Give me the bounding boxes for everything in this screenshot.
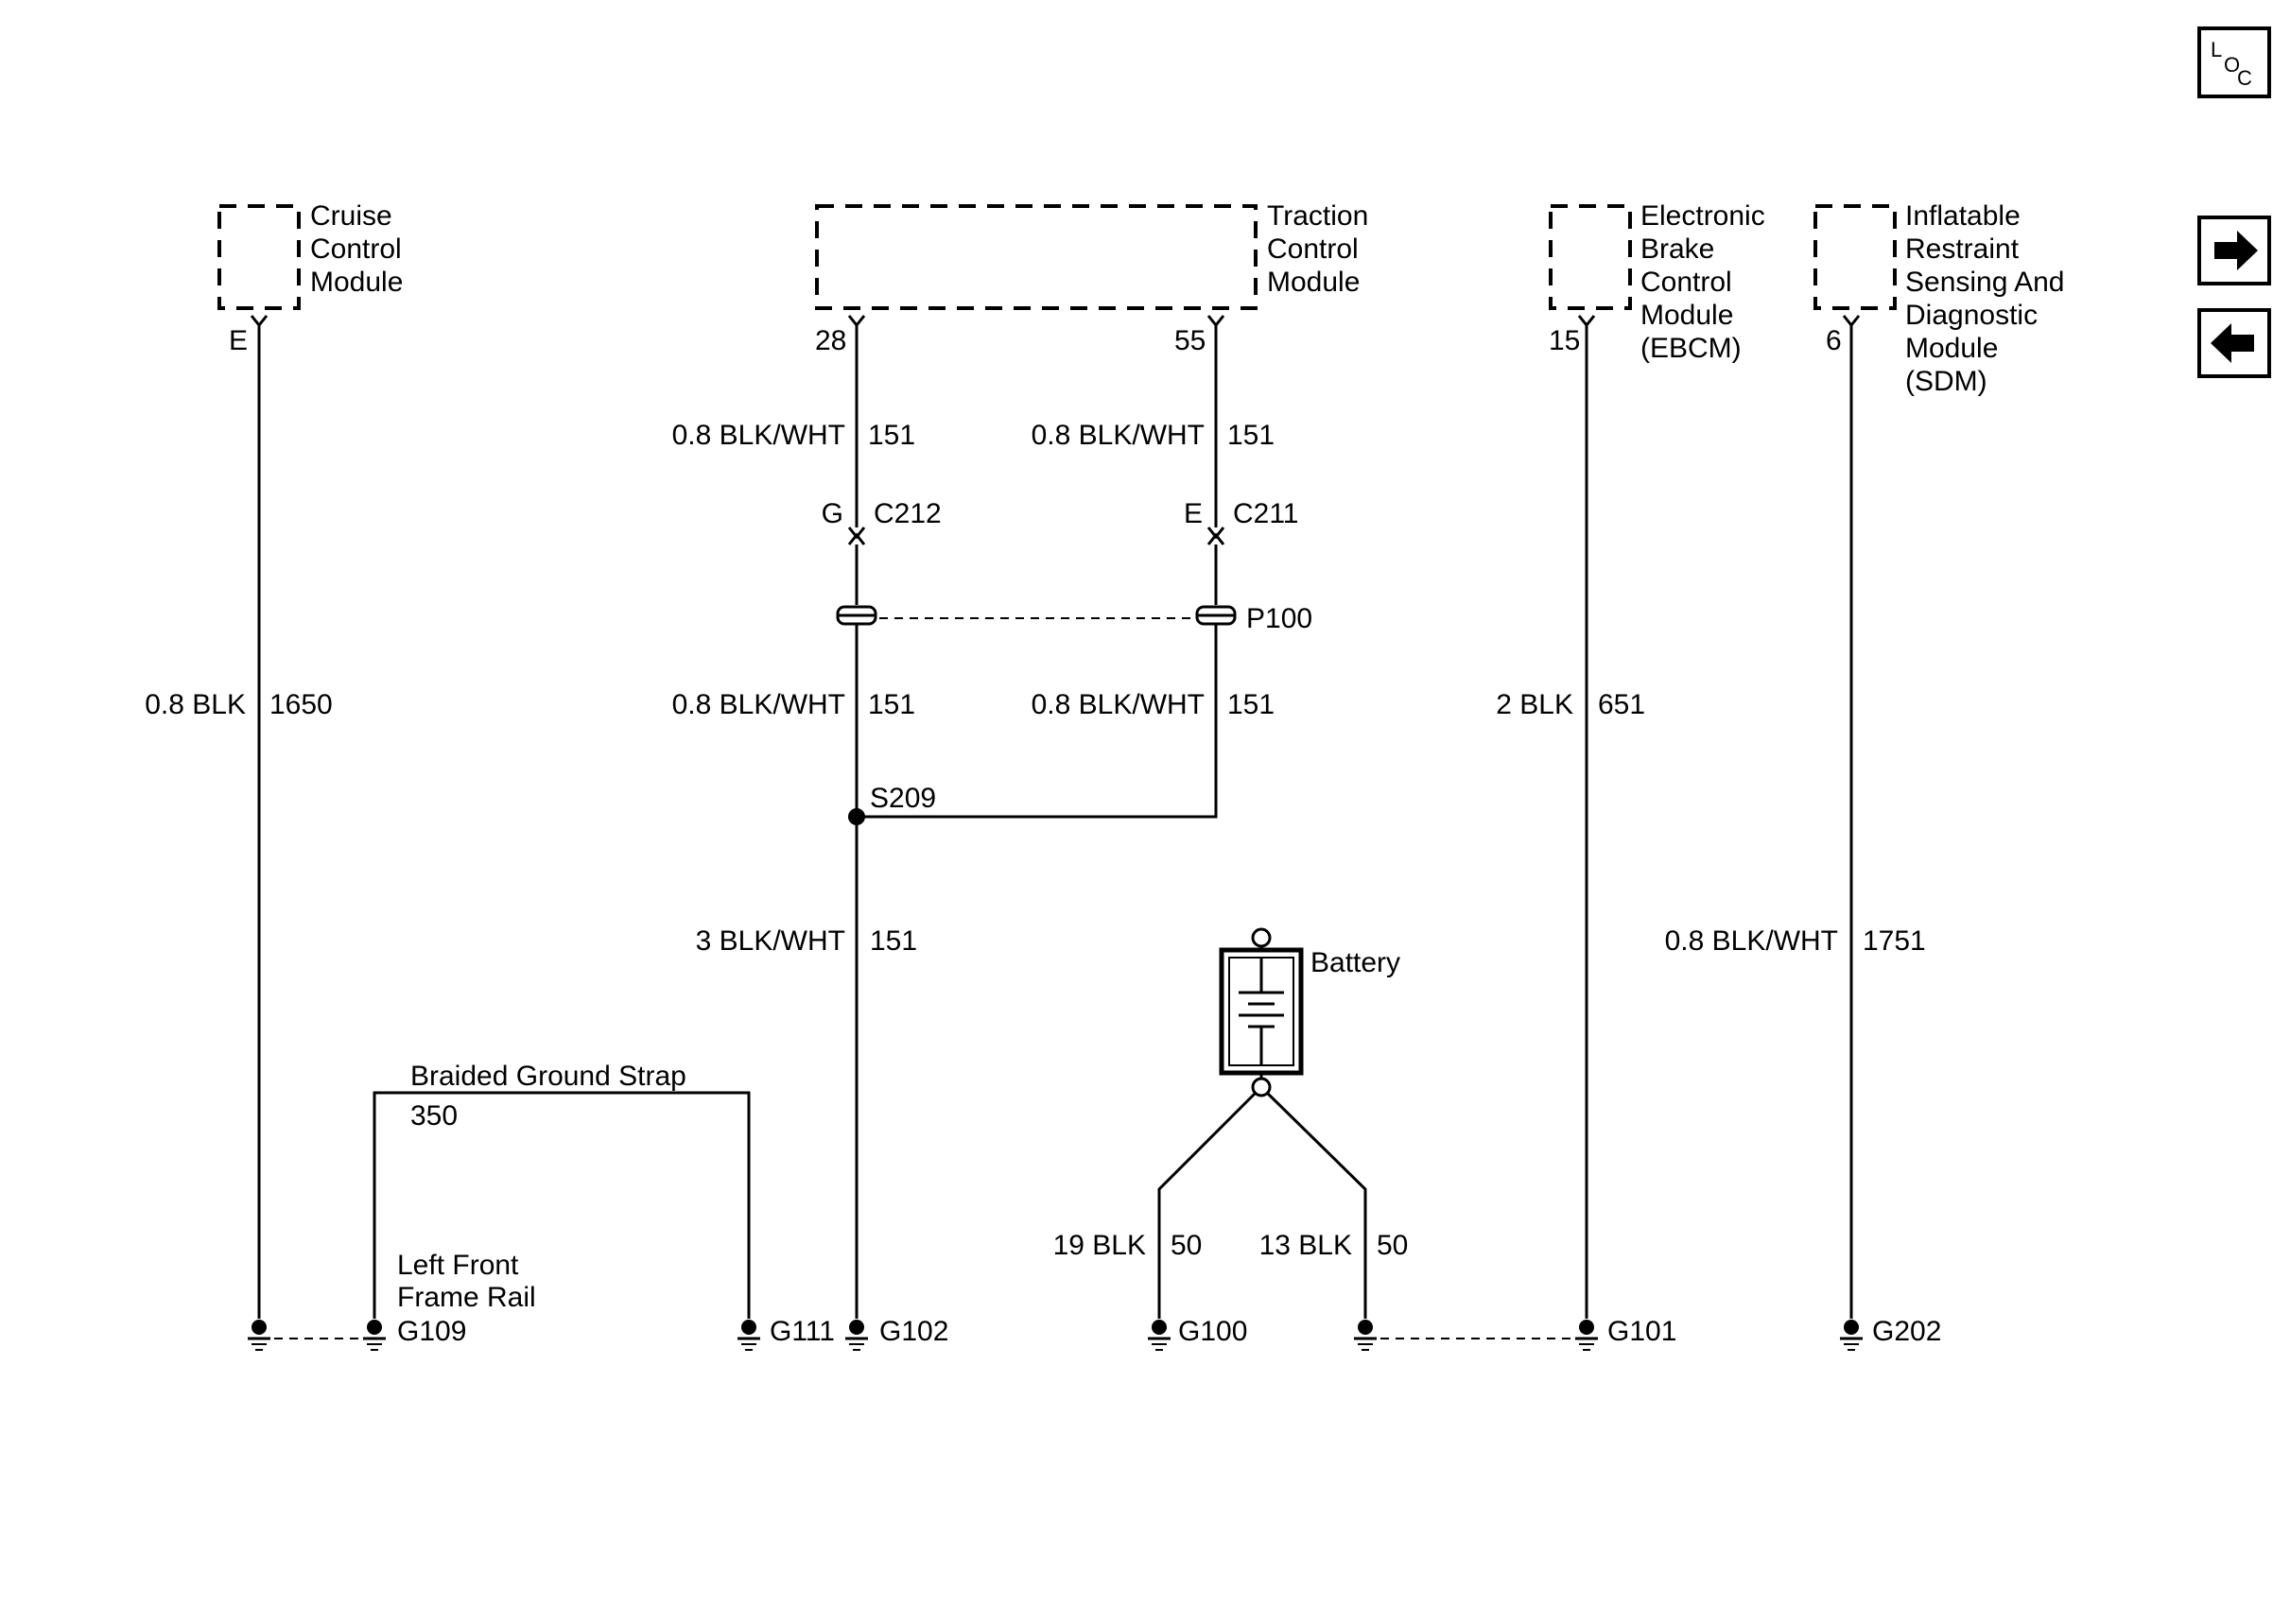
wire-circuit: 1751 bbox=[1863, 925, 1926, 957]
module-label-line: Electronic bbox=[1640, 200, 1765, 232]
wire-gauge-color: 19 BLK bbox=[1053, 1230, 1146, 1261]
strap-name: Braided Ground Strap bbox=[410, 1061, 686, 1092]
forward-arrow-button[interactable] bbox=[2197, 216, 2271, 285]
ground-location-line: Frame Rail bbox=[397, 1282, 536, 1313]
ground-label-g100: G100 bbox=[1178, 1316, 1247, 1347]
strap-circuit: 350 bbox=[410, 1100, 458, 1132]
loc-letter-c: C bbox=[2237, 66, 2252, 90]
battery-cable-left bbox=[1157, 1091, 1258, 1319]
ground-symbol bbox=[845, 1320, 868, 1351]
ebcm-module: Electronic Brake Control Module (EBCM) bbox=[1549, 200, 1765, 364]
ground-location-line: Left Front bbox=[397, 1250, 519, 1281]
wire-circuit: 151 bbox=[868, 689, 915, 720]
cruise-pin-label: E bbox=[229, 325, 248, 356]
module-label-line: Cruise bbox=[310, 200, 392, 232]
braided-ground-strap bbox=[373, 1091, 751, 1319]
wire-circuit: 50 bbox=[1171, 1230, 1202, 1261]
module-label-line: Module bbox=[1267, 267, 1360, 298]
ground-label-g202: G202 bbox=[1872, 1316, 1941, 1347]
pin-connector-symbol bbox=[1206, 315, 1225, 333]
connector-c212-symbol bbox=[847, 527, 866, 605]
battery-label: Battery bbox=[1310, 947, 1400, 978]
battery-cable-right bbox=[1265, 1091, 1367, 1319]
ground-symbol bbox=[363, 1320, 386, 1351]
module-label-line: Module bbox=[1640, 300, 1733, 331]
loc-letter-o: O bbox=[2224, 53, 2240, 77]
module-label-line: Inflatable bbox=[1905, 200, 2021, 232]
splice-s209-dot bbox=[848, 808, 865, 825]
wire-circuit: 151 bbox=[870, 925, 917, 957]
wire-circuit: 151 bbox=[868, 420, 915, 451]
connector-pin: G bbox=[822, 498, 843, 529]
wire-gauge-color: 0.8 BLK/WHT bbox=[672, 420, 845, 451]
wire-gauge-color: 2 BLK bbox=[1496, 689, 1573, 720]
wire-circuit: 151 bbox=[1227, 420, 1275, 451]
ground-symbol bbox=[248, 1320, 270, 1351]
connector-c211-symbol bbox=[1206, 527, 1225, 605]
battery-symbol bbox=[1219, 927, 1304, 1097]
connector-name: C212 bbox=[874, 498, 942, 529]
ground-symbol bbox=[1840, 1320, 1863, 1351]
wire-circuit: 651 bbox=[1598, 689, 1645, 720]
pin-connector-symbol bbox=[1577, 315, 1596, 333]
sdm-module: Inflatable Restraint Sensing And Diagnos… bbox=[1813, 200, 2064, 397]
wire-gauge-color: 0.8 BLK bbox=[145, 689, 246, 720]
ground-label-g109: G109 bbox=[397, 1316, 466, 1347]
ebcm-pin-label: 15 bbox=[1549, 325, 1580, 356]
ground-symbol bbox=[1148, 1320, 1171, 1351]
forward-arrow-icon bbox=[2214, 231, 2258, 270]
module-label-line: Traction bbox=[1267, 200, 1368, 232]
wire-gauge-color: 13 BLK bbox=[1259, 1230, 1352, 1261]
module-label-line: Restraint bbox=[1905, 233, 2020, 265]
module-label-line: Diagnostic bbox=[1905, 300, 2038, 331]
pin-connector-symbol bbox=[1842, 315, 1861, 333]
back-arrow-icon bbox=[2211, 323, 2254, 363]
tcm-pin-label-b: 55 bbox=[1174, 325, 1206, 356]
module-label-line: Sensing And bbox=[1905, 267, 2064, 298]
wire-gauge-color: 0.8 BLK/WHT bbox=[1032, 420, 1205, 451]
ground-symbol bbox=[1354, 1320, 1377, 1351]
wire-circuit: 50 bbox=[1377, 1230, 1408, 1261]
ground-symbol bbox=[737, 1320, 760, 1351]
wire-circuit: 151 bbox=[1227, 689, 1275, 720]
passthrough-name: P100 bbox=[1246, 603, 1312, 634]
module-label-line: (EBCM) bbox=[1640, 333, 1742, 364]
ground-label-g101: G101 bbox=[1607, 1316, 1676, 1347]
traction-control-module: Traction Control Module bbox=[815, 200, 1368, 310]
passthrough-p100 bbox=[836, 605, 1237, 626]
sdm-pin-label: 6 bbox=[1826, 325, 1842, 356]
ground-symbol bbox=[1575, 1320, 1598, 1351]
loc-button[interactable]: L O C bbox=[2197, 26, 2271, 98]
tcm-wire-b-lower bbox=[857, 624, 1218, 819]
module-label-line: Module bbox=[310, 267, 403, 298]
pin-connector-symbol bbox=[250, 315, 269, 333]
tcm-pin-label-a: 28 bbox=[815, 325, 846, 356]
wire-gauge-color: 0.8 BLK/WHT bbox=[672, 689, 845, 720]
loc-letter-l: L bbox=[2211, 38, 2222, 61]
module-label-line: (SDM) bbox=[1905, 366, 1987, 397]
module-label-line: Brake bbox=[1640, 233, 1714, 265]
module-label-line: Control bbox=[310, 233, 402, 265]
ground-label-g111: G111 bbox=[770, 1316, 835, 1347]
connector-pin: E bbox=[1184, 498, 1203, 529]
pin-connector-symbol bbox=[847, 315, 866, 333]
module-label-line: Control bbox=[1267, 233, 1359, 265]
module-label-line: Control bbox=[1640, 267, 1732, 298]
wire-gauge-color: 0.8 BLK/WHT bbox=[1665, 925, 1838, 957]
module-label-line: Module bbox=[1905, 333, 1998, 364]
back-arrow-button[interactable] bbox=[2197, 308, 2271, 378]
wire-gauge-color: 0.8 BLK/WHT bbox=[1032, 689, 1205, 720]
ground-label-g102: G102 bbox=[879, 1316, 948, 1347]
wire-gauge-color: 3 BLK/WHT bbox=[696, 925, 845, 957]
wire-circuit: 1650 bbox=[269, 689, 333, 720]
splice-name: S209 bbox=[870, 783, 936, 814]
connector-name: C211 bbox=[1233, 498, 1299, 529]
cruise-control-module: Cruise Control Module bbox=[217, 200, 403, 310]
